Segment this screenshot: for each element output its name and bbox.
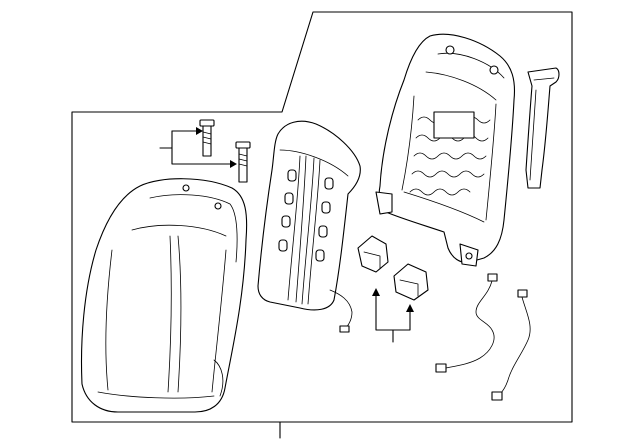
seatback-frame-icon <box>375 33 516 267</box>
bolt-icon <box>159 119 251 183</box>
assembly-boundary <box>71 11 573 423</box>
seatback-pad-icon <box>257 120 361 333</box>
wire-harness-icon <box>435 273 531 401</box>
seatback-cover-icon <box>80 178 248 413</box>
bracket-icon <box>357 235 429 343</box>
side-trim-icon <box>525 67 560 189</box>
